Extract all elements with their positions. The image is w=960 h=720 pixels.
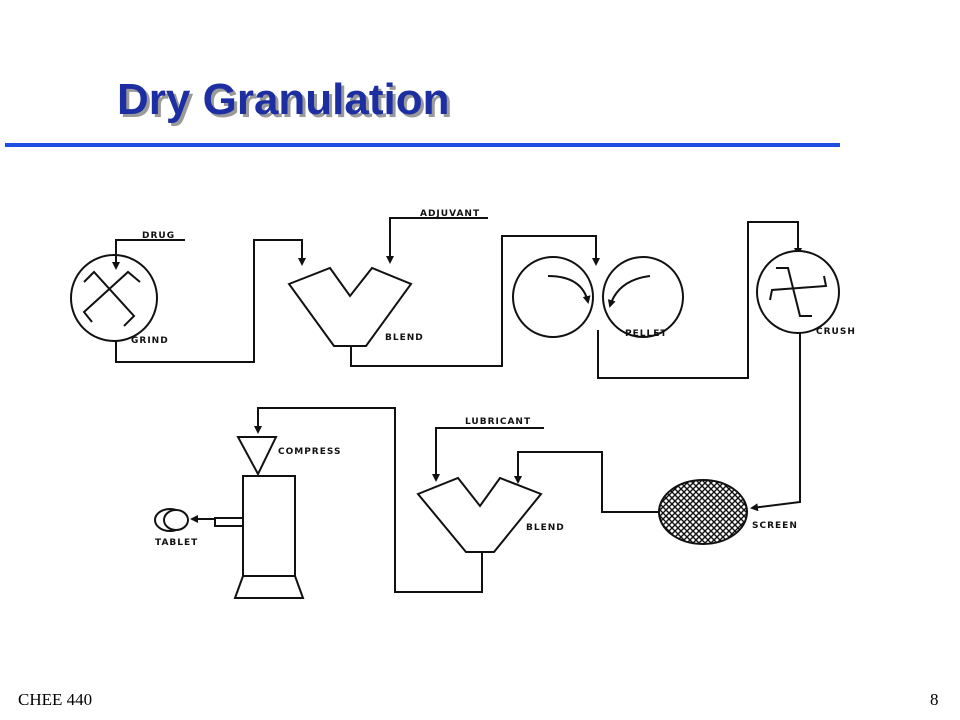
course-code: CHEE 440 xyxy=(18,690,93,709)
crush-outlet-line xyxy=(750,333,801,512)
pellet-label: PELLET xyxy=(625,329,668,339)
title-underline xyxy=(5,143,840,147)
roller-compactor xyxy=(512,256,684,338)
blend-1-outlet-line xyxy=(350,235,600,367)
pellet-outlet-line xyxy=(597,221,802,379)
grind-outlet-line xyxy=(115,239,306,363)
screen-unit xyxy=(658,479,748,545)
blend-2-label: BLEND xyxy=(526,523,565,533)
grind-label: GRIND xyxy=(131,336,169,346)
drug-label: DRUG xyxy=(142,231,175,241)
page-number: 8 xyxy=(930,690,939,709)
screen-label: SCREEN xyxy=(752,521,798,531)
drug-inlet-line xyxy=(112,239,185,270)
compress-label: COMPRESS xyxy=(278,447,341,457)
tablet-icon xyxy=(154,508,189,532)
v-blender-2 xyxy=(416,476,543,553)
grinder-unit xyxy=(70,254,158,342)
lubricant-inlet-line xyxy=(432,427,544,482)
v-blender-1 xyxy=(287,266,413,347)
slide-title: Dry Granulation xyxy=(117,75,450,124)
crusher-unit xyxy=(756,250,840,334)
tablet-label: TABLET xyxy=(155,538,198,548)
lubricant-label: LUBRICANT xyxy=(465,417,531,427)
blend-1-label: BLEND xyxy=(385,333,424,343)
tablet-press xyxy=(214,436,305,599)
blend-2-outlet-line xyxy=(254,407,483,593)
crush-label: CRUSH xyxy=(816,327,856,337)
adjuvant-label: ADJUVANT xyxy=(420,209,480,219)
adjuvant-inlet-line xyxy=(386,217,488,264)
screen-outlet-line xyxy=(514,451,659,513)
